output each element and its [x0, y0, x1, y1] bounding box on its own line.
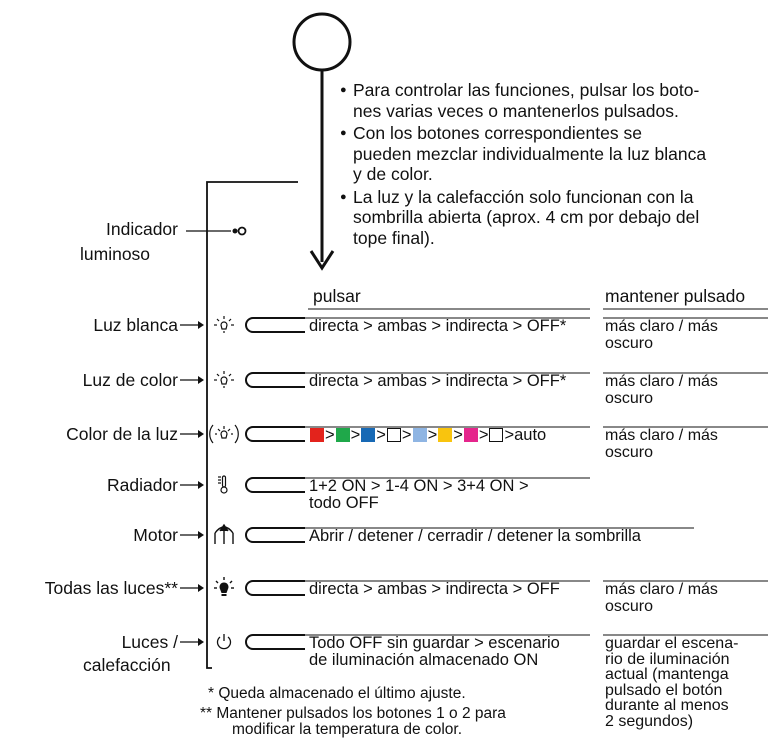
row-rules: [305, 317, 768, 636]
color-swatch: [361, 428, 376, 442]
sequence-separator: >: [453, 426, 463, 444]
down-arrow-head: [309, 250, 335, 271]
press-radiator-line2: todo OFF: [309, 494, 379, 512]
press-color-light: directa > ambas > indirecta > OFF*: [309, 372, 567, 390]
label-lights-heating-1: Luces /: [121, 632, 178, 652]
label-lights-heating-2: calefacción: [83, 655, 171, 675]
press-lights-heating-line2: de iluminación almacenado ON: [309, 651, 539, 669]
color-swatch: [310, 428, 324, 442]
color-swatch: [412, 428, 427, 442]
footnote-1: * Queda almacenado el último ajuste.: [208, 685, 466, 702]
sun-icon: [214, 316, 234, 333]
sun-icon: [214, 371, 234, 388]
press-white-light: directa > ambas > indirecta > OFF*: [309, 317, 567, 335]
label-radiator: Radiador: [106, 475, 178, 495]
sequence-separator: >: [350, 426, 361, 444]
thermometer-icon: [218, 475, 228, 494]
footnote-2: ** Mantener pulsados los botones 1 o 2 p…: [200, 705, 506, 722]
hold-lights-heating: guardar el escena- rio de iluminación ac…: [605, 635, 739, 730]
label-color-light: Luz de color: [82, 370, 178, 390]
bulb-icon: [214, 577, 234, 596]
umbrella-icon: [214, 523, 234, 544]
indicator-label-line2: luminoso: [80, 244, 151, 264]
press-radiator: 1+2 ON > 1-4 ON > 3+4 ON > todo OFF: [309, 478, 529, 512]
instruction-list: Para controlar las funciones, pulsar los…: [340, 80, 760, 250]
sequence-separator: >: [325, 426, 335, 444]
press-motor: Abrir / detener / cerradir / detener la …: [309, 527, 641, 545]
power-icon: [216, 634, 232, 650]
instruction-item: La luz y la calefacción solo funcionan c…: [340, 187, 760, 249]
instruction-item: Para controlar las funciones, pulsar los…: [340, 80, 760, 121]
header-hold: mantener pulsado: [605, 286, 746, 306]
label-light-color: Color de la luz: [66, 424, 178, 444]
header-press: pulsar: [313, 286, 361, 306]
button-shapes: [245, 317, 305, 650]
press-all-lights: directa > ambas > indirecta > OFF: [309, 580, 560, 598]
press-light-color: > > > > > > > >auto: [309, 426, 547, 444]
press-light-color-auto: >auto: [504, 426, 547, 444]
label-motor: Motor: [133, 525, 178, 545]
main-button-circle: [292, 12, 352, 72]
press-radiator-line1: 1+2 ON > 1-4 ON > 3+4 ON >: [309, 477, 529, 495]
color-swatch: [489, 428, 504, 442]
indicator-led: [237, 226, 247, 236]
label-white-light: Luz blanca: [93, 315, 178, 335]
sequence-separator: >: [376, 426, 386, 444]
sequence-separator: >: [401, 426, 412, 444]
indicator-pointer-dot: [232, 228, 238, 234]
sequence-separator: >: [427, 426, 438, 444]
sequence-separator: >: [478, 426, 489, 444]
row-pointers: [180, 321, 204, 646]
indicator-label: Indicador: [60, 219, 178, 239]
indicator-label-line1: Indicador: [106, 219, 178, 239]
press-lights-heating: Todo OFF sin guardar > escenario de ilum…: [309, 635, 560, 669]
footnote-2-cont: modificar la temperatura de color.: [232, 721, 463, 738]
color-swatch: [335, 428, 350, 442]
press-lights-heating-line1: Todo OFF sin guardar > escenario: [309, 634, 560, 652]
color-swatch: [386, 428, 401, 442]
color-swatch: [438, 428, 453, 442]
remote-outline: [206, 181, 298, 669]
footnotes: * Queda almacenado el último ajuste. ** …: [200, 686, 506, 738]
instruction-item: Con los botones correspondientes sepuede…: [340, 123, 760, 185]
color-swatch: [463, 428, 478, 442]
label-all-lights: Todas las luces**: [44, 578, 178, 598]
color-sun-icon: [209, 424, 239, 444]
